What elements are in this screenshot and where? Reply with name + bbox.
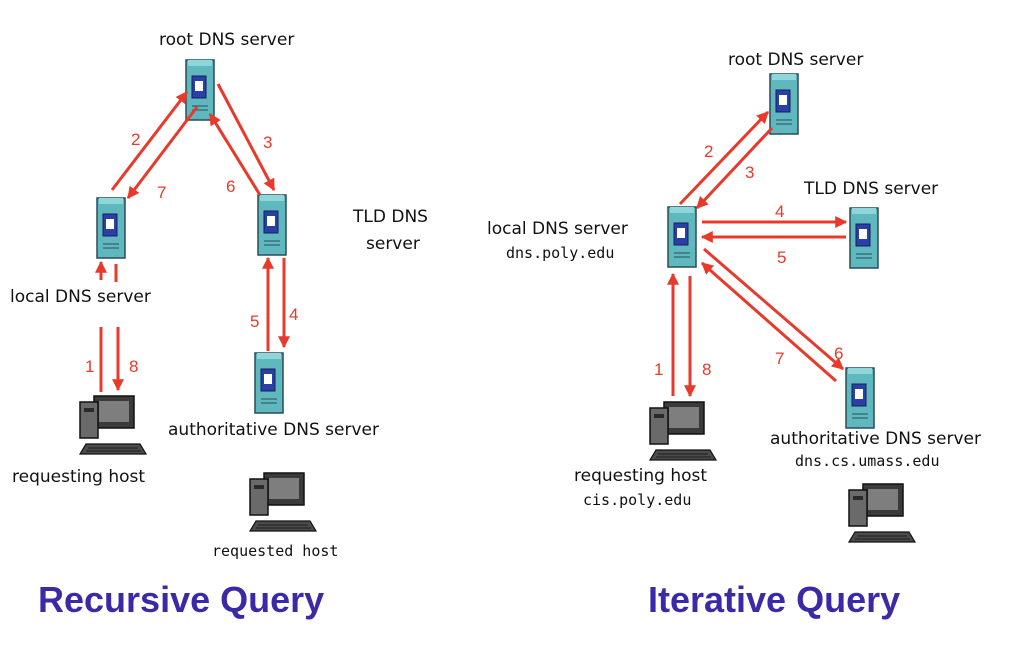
- tld-dns-server-label: TLD DNS server: [803, 179, 938, 199]
- computer-icon: [249, 472, 317, 532]
- arrow-step-6: [703, 247, 844, 371]
- root-dns-server-label: root DNS server: [159, 30, 294, 50]
- step-4: 4: [289, 305, 298, 324]
- server-icon: [769, 73, 799, 135]
- computer-icon: [649, 401, 717, 461]
- server-icon: [257, 194, 287, 256]
- computer-icon: [848, 483, 916, 543]
- step-5: 5: [250, 312, 259, 331]
- requesting-host-label: requesting host: [12, 467, 145, 487]
- step-3: 3: [263, 133, 272, 152]
- step-8: 8: [129, 357, 138, 376]
- recursive-panel: root DNS server TLD DNS server local DNS…: [10, 30, 428, 620]
- server-icon: [185, 59, 215, 121]
- server-icon: [254, 352, 284, 414]
- requesting-host-label: requesting host: [574, 466, 707, 486]
- step-7: 7: [157, 183, 166, 202]
- step-6: 6: [226, 177, 235, 196]
- tld-dns-server-label-line1: TLD DNS: [352, 207, 428, 227]
- arrow-step-2: [678, 110, 770, 206]
- local-dns-server-label: local DNS server: [487, 219, 628, 239]
- server-icon: [96, 197, 126, 259]
- step-2: 2: [704, 142, 713, 161]
- step-5: 5: [777, 248, 786, 267]
- iterative-panel: root DNS server TLD DNS server local DNS…: [487, 50, 981, 620]
- authoritative-dns-server-label: authoritative DNS server: [770, 429, 981, 449]
- step-8: 8: [702, 360, 711, 379]
- arrow-step-3: [695, 126, 774, 210]
- arrow-step-2: [110, 91, 189, 191]
- root-dns-server-label: root DNS server: [728, 50, 863, 70]
- iterative-query-title: Iterative Query: [648, 579, 900, 620]
- server-icon: [845, 367, 875, 429]
- tld-dns-server-label-line2: server: [366, 234, 420, 254]
- step-3: 3: [745, 163, 754, 182]
- step-1: 1: [654, 360, 663, 379]
- step-4: 4: [775, 202, 784, 221]
- server-icon: [849, 207, 879, 269]
- requested-host-label: requested host: [212, 542, 338, 560]
- arrow-step-3: [216, 83, 276, 192]
- server-icon: [667, 206, 697, 268]
- requesting-host-domain: cis.poly.edu: [583, 491, 691, 509]
- authoritative-dns-server-label: authoritative DNS server: [168, 420, 379, 440]
- local-dns-server-label: local DNS server: [10, 287, 151, 307]
- step-7: 7: [775, 349, 784, 368]
- local-dns-domain: dns.poly.edu: [506, 244, 614, 262]
- arrow-step-7: [701, 261, 837, 383]
- arrow-step-6: [208, 112, 262, 196]
- computer-icon: [79, 395, 147, 455]
- step-6: 6: [834, 344, 843, 363]
- recursive-query-title: Recursive Query: [38, 579, 324, 620]
- step-2: 2: [131, 130, 140, 149]
- step-1: 1: [85, 357, 94, 376]
- authoritative-dns-domain: dns.cs.umass.edu: [795, 452, 940, 470]
- arrow-step-7: [126, 106, 199, 199]
